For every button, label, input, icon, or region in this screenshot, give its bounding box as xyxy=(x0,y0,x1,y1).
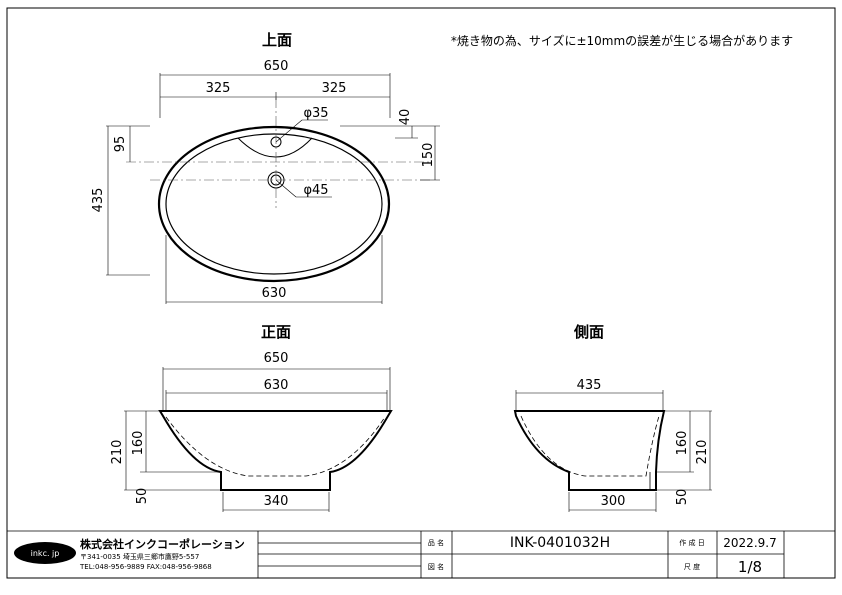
side-dim-bowl-height: 160 xyxy=(675,431,690,456)
side-view-title: 側面 xyxy=(573,323,604,341)
top-dim-half-left: 325 xyxy=(206,81,231,96)
top-dim-faucet-hole: φ35 xyxy=(303,106,328,121)
front-dim-inner-width: 630 xyxy=(264,378,289,393)
dim-lines-top xyxy=(106,73,440,304)
top-dim-drain-hole: φ45 xyxy=(303,183,328,198)
scale-label: 尺 度 xyxy=(684,562,700,571)
side-dim-total-height: 210 xyxy=(695,440,710,465)
scale-value: 1/8 xyxy=(738,558,762,576)
company-logo-text: inkc. jp xyxy=(31,549,60,558)
side-bowl-hidden xyxy=(520,415,660,477)
drawing-name-label: 図 名 xyxy=(428,562,444,571)
side-dim-overall-depth: 435 xyxy=(577,378,602,393)
company-contact: TEL:048-956-9889 FAX:048-956-9868 xyxy=(79,563,212,571)
top-view-title: 上面 xyxy=(262,31,292,49)
top-dim-edge-to-faucet: 40 xyxy=(398,109,413,126)
basin-outer-rim xyxy=(157,125,391,283)
title-block: inkc. jp 株式会社インクコーポレーション 〒341-0035 埼玉県三郷… xyxy=(7,530,835,578)
product-name-label: 品 名 xyxy=(428,538,444,547)
front-dim-foot-width: 340 xyxy=(264,494,289,509)
top-dim-overall-depth: 435 xyxy=(91,188,106,213)
front-dim-foot-height: 50 xyxy=(135,488,150,505)
faucet-deck xyxy=(237,137,313,158)
top-view: 上面 *焼き物の為、サイズに±10mmの誤差が生じる場合があります xyxy=(91,31,793,304)
front-bowl-hidden xyxy=(165,416,386,477)
top-dim-inner-width: 630 xyxy=(262,286,287,301)
center-lines xyxy=(126,98,430,208)
tolerance-note: *焼き物の為、サイズに±10mmの誤差が生じる場合があります xyxy=(451,33,793,48)
top-dim-faucet-offset: 95 xyxy=(113,136,128,153)
front-dim-total-height: 210 xyxy=(110,440,125,465)
front-dim-overall-width: 650 xyxy=(264,351,289,366)
front-view: 正面 650 630 210 160 50 340 xyxy=(110,323,393,512)
front-view-title: 正面 xyxy=(261,323,291,341)
side-dim-foot-width: 300 xyxy=(601,494,626,509)
created-date-label: 作 成 日 xyxy=(679,538,704,547)
side-bowl-outline xyxy=(513,410,666,491)
product-name-value: INK-0401032H xyxy=(510,535,610,551)
top-dim-half-right: 325 xyxy=(322,81,347,96)
company-address: 〒341-0035 埼玉県三郷市鷹野5-557 xyxy=(80,552,199,561)
side-dim-foot-height: 50 xyxy=(675,489,690,506)
sheet-border xyxy=(6,7,836,579)
dim-lines-front xyxy=(124,367,391,512)
side-view: 側面 435 160 210 50 300 xyxy=(513,323,712,512)
basin-inner-rim xyxy=(165,133,383,275)
company-name: 株式会社インクコーポレーション xyxy=(80,537,245,551)
front-dim-bowl-height: 160 xyxy=(131,431,146,456)
dim-lines-side xyxy=(515,390,712,512)
created-date-value: 2022.9.7 xyxy=(723,536,776,550)
front-bowl-outline xyxy=(158,410,393,491)
company-logo xyxy=(14,542,76,564)
top-dim-faucet-to-drain: 150 xyxy=(421,143,436,168)
top-dim-overall-width: 650 xyxy=(264,59,289,74)
